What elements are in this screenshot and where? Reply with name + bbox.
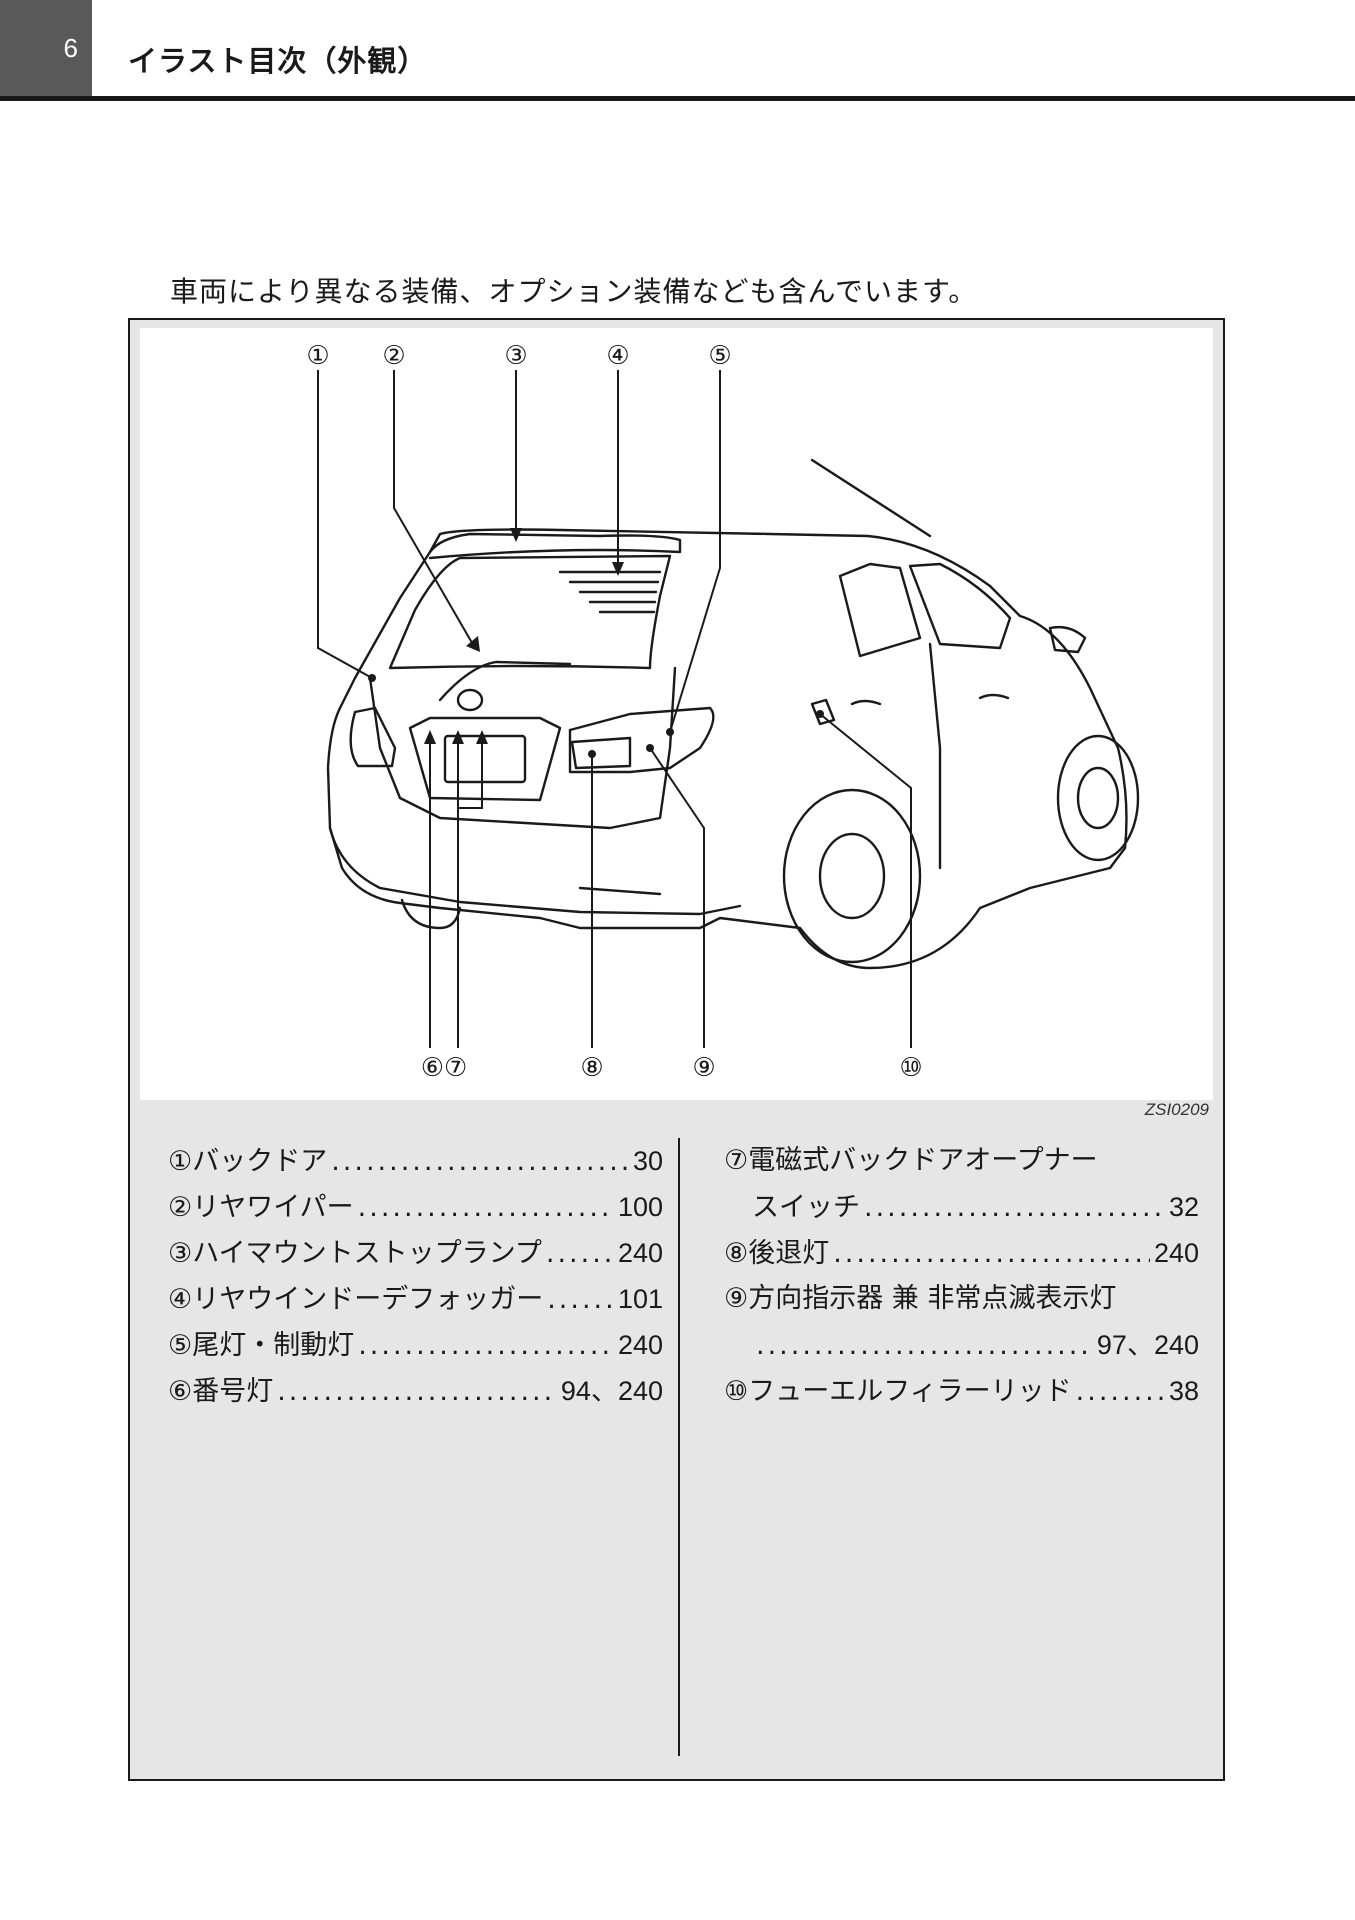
list-item: スイッチ ...................................…: [724, 1184, 1199, 1230]
bumper-reflector: [578, 886, 662, 896]
list-item: ②リヤワイパー ................................…: [168, 1184, 663, 1230]
car-body-outline: [326, 528, 1128, 970]
leader-dots-text: ........................................…: [358, 1330, 614, 1361]
callout-1: ①: [306, 341, 329, 371]
page-number: 6: [63, 32, 78, 63]
arrow-3: [510, 528, 522, 542]
list-item: ⑤尾灯・制動灯 ................................…: [168, 1322, 663, 1368]
callout-5: ⑤: [708, 341, 731, 371]
left-parts-list: ①バックドア .................................…: [168, 1138, 663, 1414]
emblem: [456, 688, 484, 712]
leader-9: [649, 747, 705, 1048]
leader-dots-text: ........................................…: [1075, 1376, 1165, 1407]
door-handle-rear: [850, 699, 882, 706]
right-parts-list: ⑦電磁式バックドアオープナー スイッチ ....................…: [724, 1138, 1199, 1414]
rear-wiper: [438, 660, 572, 702]
leader-dots-text: ........................................…: [357, 1192, 614, 1223]
leader-dots-text: ........................................…: [864, 1192, 1165, 1223]
header-rule: [0, 96, 1355, 101]
side-mirror: [1048, 625, 1087, 654]
defogger-lines: [558, 570, 662, 614]
list-item: ⑨方向指示器 兼 非常点滅表示灯: [724, 1283, 1117, 1314]
front-wheel: [1056, 734, 1140, 862]
callout-3: ③: [504, 341, 527, 371]
list-item: ④リヤウインドーデフォッガー .........................…: [168, 1276, 663, 1322]
front-wheel-hub: [1076, 766, 1120, 830]
page-ref: 240: [617, 1330, 663, 1360]
arrow-7a: [452, 730, 464, 744]
page-ref: 94、240: [560, 1376, 663, 1406]
list-item: ⑩フューエルフィラーリッド ..........................…: [724, 1368, 1199, 1414]
door-handle-front: [978, 693, 1010, 700]
list-item: ⑦電磁式バックドアオープナー: [724, 1145, 1098, 1176]
leader-dots-text: ........................................…: [277, 1376, 557, 1407]
antenna-line: [810, 458, 932, 538]
arrow-2: [466, 636, 480, 652]
page-title: イラスト目次（外観）: [128, 44, 428, 78]
list-item: ①バックドア .................................…: [168, 1138, 663, 1184]
left-tail-lamp: [349, 706, 397, 768]
rear-spoiler: [428, 532, 682, 560]
figure-box: ① ② ③ ④ ⑤ ⑥⑦ ⑧ ⑨ ⑩ ZSI0209 ①バックドア ......…: [128, 318, 1225, 1781]
side-window-front: [908, 562, 1012, 650]
license-plate-recess: [408, 716, 562, 802]
arrow-4: [612, 562, 624, 576]
callout-6-7: ⑥⑦: [421, 1053, 468, 1083]
fuel-filler-lid: [810, 698, 836, 726]
back-door-panel: [368, 666, 677, 830]
callout-9: ⑨: [692, 1053, 715, 1083]
arrow-7b: [476, 730, 488, 744]
leader-dots-text: ........................................…: [545, 1238, 614, 1269]
list-item: ........................................…: [724, 1322, 1199, 1368]
right-tail-lamp: [568, 706, 715, 774]
list-item: ⑧後退灯 ...................................…: [724, 1230, 1199, 1276]
side-window-rear: [838, 562, 922, 658]
page-ref: 97、240: [1096, 1330, 1199, 1360]
leader-dots: [368, 528, 824, 758]
column-divider: [678, 1138, 680, 1756]
page-ref: 101: [617, 1284, 663, 1314]
leader-2: [393, 370, 476, 649]
car-rear-illustration: ① ② ③ ④ ⑤ ⑥⑦ ⑧ ⑨ ⑩: [140, 328, 1213, 1100]
callout-10: ⑩: [899, 1053, 922, 1083]
list-item: ③ハイマウントストップランプ .........................…: [168, 1230, 663, 1276]
page-ref: 30: [632, 1146, 663, 1176]
page-number-tab: 6: [0, 0, 92, 96]
page-ref: 240: [617, 1238, 663, 1268]
page-ref: 240: [1153, 1238, 1199, 1268]
backup-lamp: [570, 736, 632, 770]
car-rear-drawing: ① ② ③ ④ ⑤ ⑥⑦ ⑧ ⑨ ⑩: [306, 341, 1140, 1083]
spare-tire-hint: [400, 898, 462, 930]
license-plate: [443, 734, 527, 784]
page-ref: 100: [617, 1192, 663, 1222]
leader-7: [457, 738, 483, 1048]
rear-window: [388, 554, 672, 670]
rear-wheel-hub: [818, 832, 886, 920]
page-ref: 32: [1168, 1192, 1199, 1222]
leader-dots-text: ........................................…: [331, 1146, 629, 1177]
leader-dots-text: ........................................…: [833, 1238, 1150, 1269]
arrow-6: [424, 730, 436, 744]
rear-door-line: [928, 642, 942, 870]
list-item: ⑥番号灯 ...................................…: [168, 1368, 663, 1414]
page-ref: 38: [1168, 1376, 1199, 1406]
leader-dots-text: ........................................…: [547, 1284, 614, 1315]
leader-5: [669, 370, 721, 733]
figure-code: ZSI0209: [1144, 1100, 1209, 1119]
leader-10: [819, 713, 912, 1048]
rear-wheel: [782, 788, 922, 964]
rear-bumper: [328, 826, 742, 916]
intro-note: 車両により異なる装備、オプション装備なども含んでいます。: [170, 275, 978, 308]
leader-1: [317, 370, 373, 679]
callout-2: ②: [382, 341, 405, 371]
callout-4: ④: [606, 341, 629, 371]
callout-leaders: [317, 370, 912, 1048]
leader-dots-text: ........................................…: [756, 1330, 1093, 1361]
callout-8: ⑧: [580, 1053, 603, 1083]
